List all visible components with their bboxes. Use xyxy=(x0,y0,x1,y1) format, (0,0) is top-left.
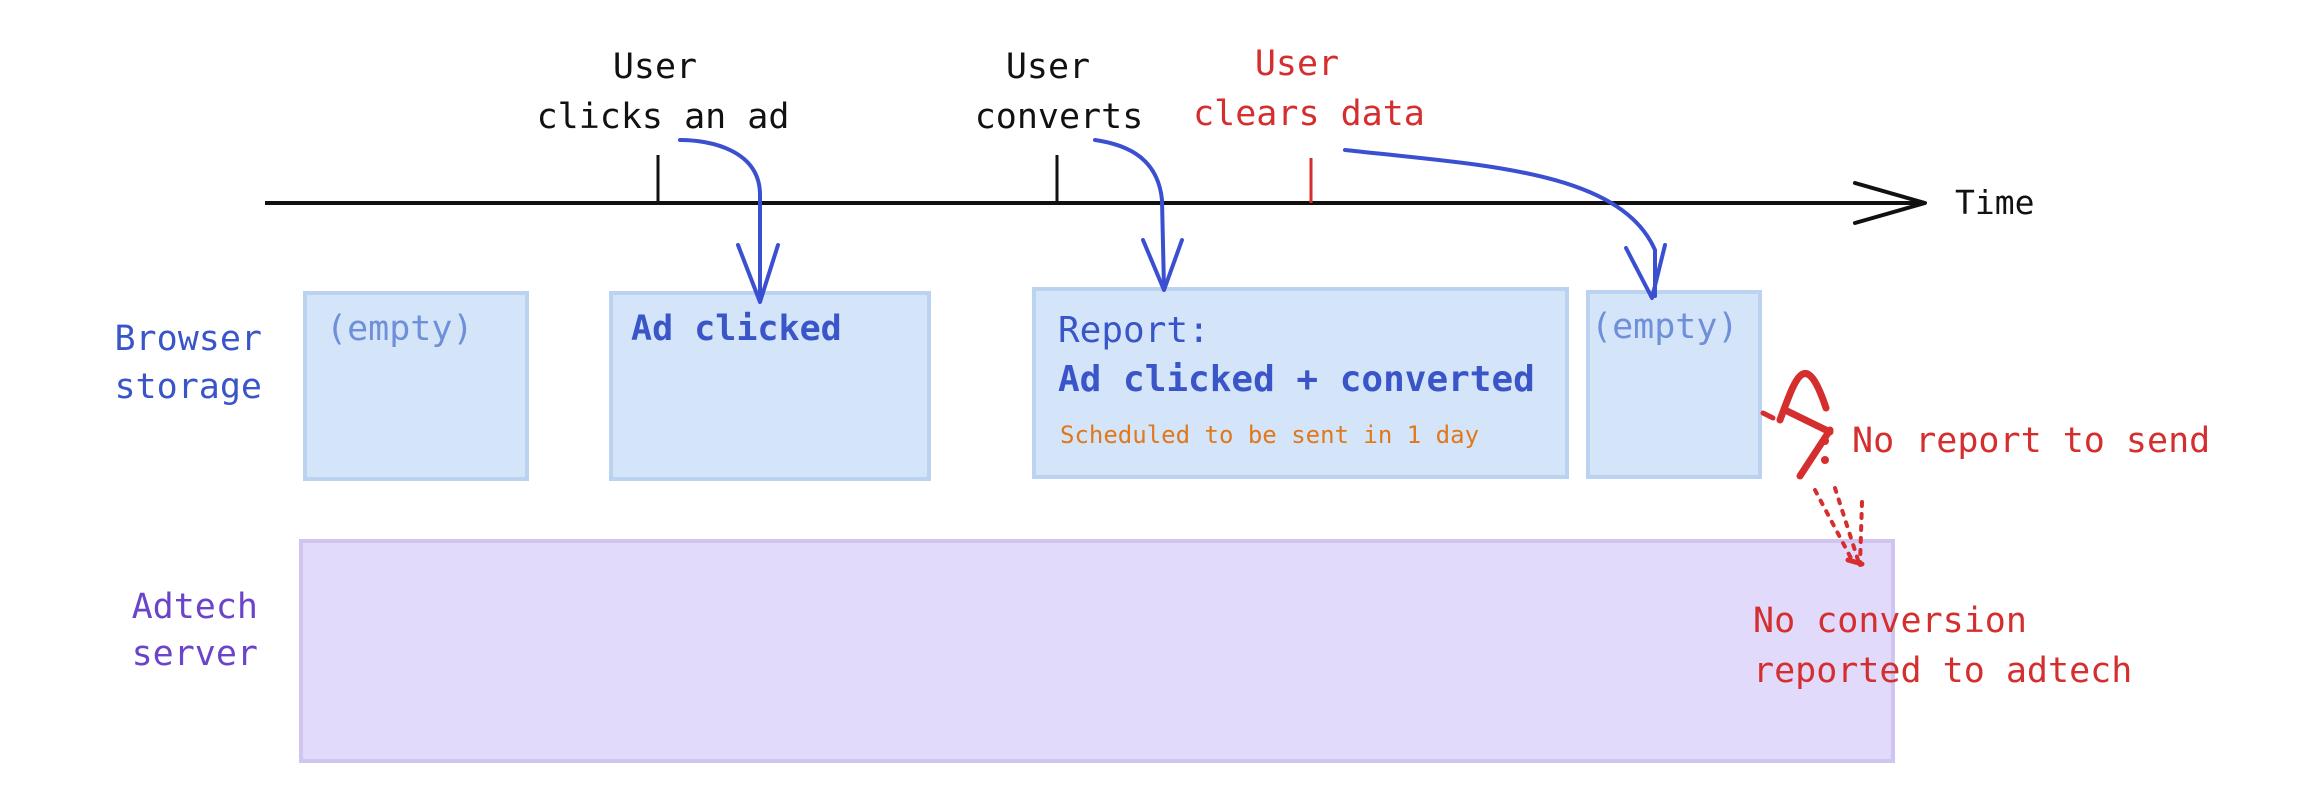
event-label-click-line2: clicks an ad xyxy=(537,97,790,137)
adtech-server-box xyxy=(299,539,1895,763)
storage-box-report-title: Report: xyxy=(1058,310,1210,351)
storage-box-empty-after: (empty) xyxy=(1586,290,1762,479)
storage-box-ad-clicked-label: Ad clicked xyxy=(631,309,842,349)
row-label-adtech-line2: server xyxy=(132,634,258,674)
no-report-dotted-trail xyxy=(1813,486,1865,567)
event-label-click-line1: User xyxy=(613,47,697,87)
arrow-click-to-storage xyxy=(678,138,780,304)
timeline-arrowhead-icon xyxy=(1853,181,1927,225)
timeline-axis-label: Time xyxy=(1955,183,2034,222)
storage-box-empty-before-label: (empty) xyxy=(326,309,474,349)
row-label-adtech-server: Adtech server xyxy=(132,587,258,674)
row-label-browser-line1: Browser xyxy=(114,319,262,359)
row-label-browser-line2: storage xyxy=(114,367,262,407)
event-label-clear-line2: clears data xyxy=(1193,94,1425,134)
row-label-browser-storage: Browser storage xyxy=(114,319,262,407)
arrow-clear-to-storage xyxy=(1343,148,1667,300)
event-label-convert-line2: converts xyxy=(975,97,1144,137)
storage-box-report: Report: Ad clicked + converted Scheduled… xyxy=(1032,287,1569,479)
row-label-adtech-line1: Adtech xyxy=(132,587,258,627)
no-report-x-icon xyxy=(1760,370,1834,480)
no-conversion-annotation: No conversion reported to adtech xyxy=(1753,601,2132,691)
no-report-annotation: No report to send xyxy=(1852,421,2210,461)
no-conversion-line1: No conversion xyxy=(1753,601,2027,641)
no-conversion-line2: reported to adtech xyxy=(1753,651,2132,691)
storage-box-ad-clicked: Ad clicked xyxy=(609,291,931,481)
storage-box-report-schedule-note: Scheduled to be sent in 1 day xyxy=(1060,421,1479,449)
event-label-click: User clicks an ad xyxy=(537,47,790,137)
storage-box-empty-after-label: (empty) xyxy=(1591,307,1739,347)
storage-box-report-content: Ad clicked + converted xyxy=(1058,359,1535,400)
arrow-convert-to-storage xyxy=(1093,138,1184,292)
storage-box-empty-before: (empty) xyxy=(303,291,529,481)
event-label-clear: User clears data xyxy=(1193,44,1425,134)
event-label-convert-line1: User xyxy=(1006,47,1090,87)
event-label-convert: User converts xyxy=(975,47,1144,137)
event-label-clear-line1: User xyxy=(1255,44,1339,84)
